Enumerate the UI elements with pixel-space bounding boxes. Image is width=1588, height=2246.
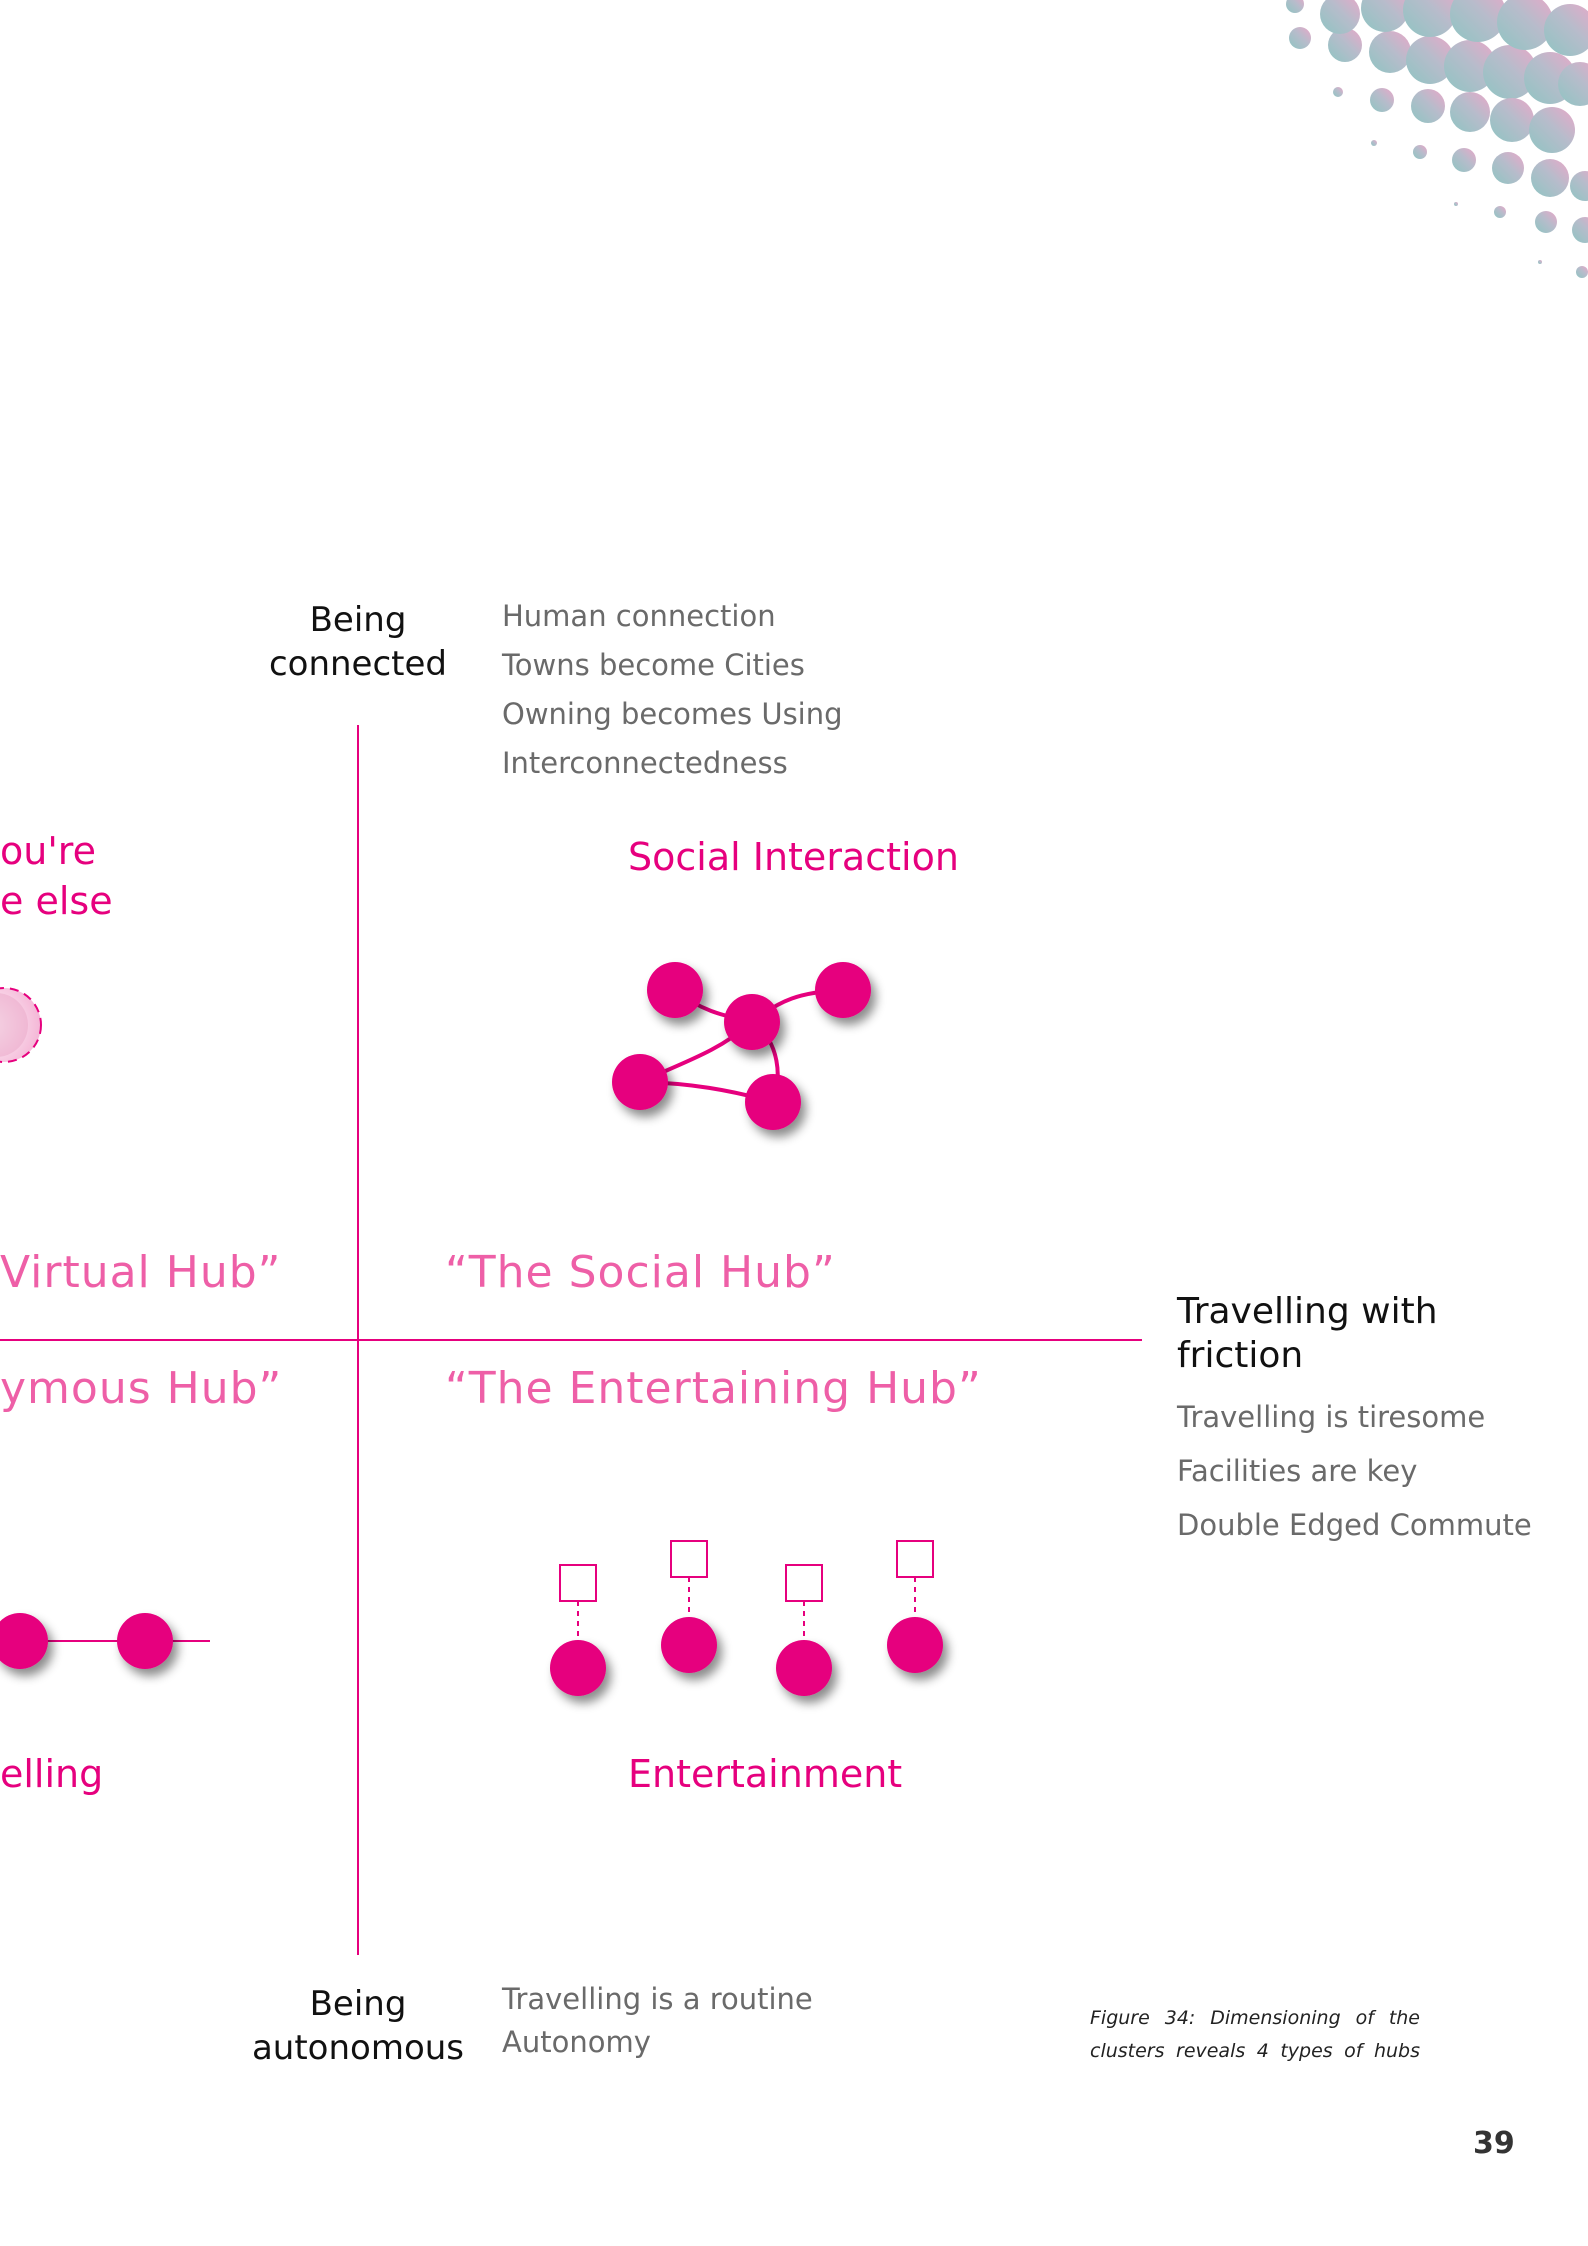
entertainment-node: [776, 1640, 832, 1696]
left-cluster-label: ou're e else: [0, 826, 113, 926]
entertainment-node: [661, 1617, 717, 1673]
left-cluster-line1: ou're: [0, 829, 96, 873]
list-item: Autonomy: [502, 2025, 651, 2059]
list-item: Double Edged Commute: [1177, 1508, 1532, 1542]
left-bottom-label: elling: [0, 1752, 104, 1796]
entertainment-node: [550, 1640, 606, 1696]
right-points-list: Travelling is tiresome Facilities are ke…: [1177, 1390, 1532, 1552]
social-node: [815, 962, 871, 1018]
axis-right-line1: Travelling with: [1177, 1291, 1438, 1332]
list-item: Towns become Cities: [502, 648, 805, 682]
list-item: Owning becomes Using: [502, 697, 843, 731]
social-node: [612, 1054, 668, 1110]
axes: [0, 725, 1142, 1955]
entertainment-cluster: [550, 1540, 943, 1696]
figure-caption: Figure 34: Dimensioning of the clusters …: [1090, 2007, 1420, 2062]
virtual-cluster-fragment: [0, 987, 42, 1063]
social-interaction-label: Social Interaction: [628, 835, 959, 879]
list-item: Travelling is tiresome: [1177, 1400, 1486, 1434]
social-node: [724, 994, 780, 1050]
list-item: Human connection: [502, 599, 776, 633]
bottom-points-list: Travelling is a routine Autonomy: [502, 1978, 813, 2064]
list-item: Interconnectedness: [502, 746, 788, 780]
axis-bottom-label: Being autonomous: [238, 1982, 478, 2070]
axis-top-line2: connected: [268, 644, 448, 685]
axis-top-label: Being connected: [258, 598, 458, 686]
top-points-list: Human connection Towns become Cities Own…: [502, 592, 843, 788]
page-number: 39: [1473, 2126, 1515, 2161]
axis-bottom-line2: autonomous: [251, 2028, 465, 2069]
entertaining-hub-label: “The Entertaining Hub”: [445, 1363, 982, 1414]
entertainment-label: Entertainment: [628, 1752, 903, 1796]
social-node: [647, 962, 703, 1018]
anonymous-cluster-fragment: [0, 1613, 210, 1669]
axis-right-line2: friction: [1177, 1335, 1304, 1376]
axis-top-line1: Being: [309, 600, 407, 640]
entertainment-node: [887, 1617, 943, 1673]
anonymous-hub-label: ymous Hub”: [0, 1363, 283, 1414]
social-cluster: [612, 962, 871, 1130]
list-item: Travelling is a routine: [502, 1982, 813, 2016]
axis-bottom-line1: Being: [309, 1984, 407, 2024]
left-cluster-line2: e else: [0, 879, 113, 923]
decor-dots: [1286, 0, 1588, 278]
social-hub-label: “The Social Hub”: [445, 1247, 836, 1298]
list-item: Facilities are key: [1177, 1454, 1418, 1488]
virtual-hub-label: Virtual Hub”: [0, 1247, 282, 1298]
axis-right-label: Travelling with friction: [1177, 1290, 1438, 1378]
social-node: [745, 1074, 801, 1130]
